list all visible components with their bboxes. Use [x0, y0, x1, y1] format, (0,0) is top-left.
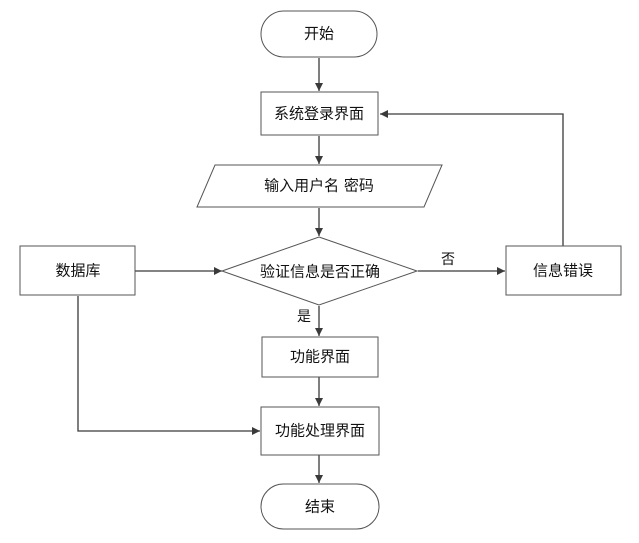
edge-label-no: 否 [441, 252, 455, 268]
node-database: 数据库 [19, 245, 136, 296]
node-function-processing: 功能处理界面 [260, 406, 380, 456]
node-info-error-label: 信息错误 [533, 262, 593, 280]
node-start: 开始 [260, 10, 378, 58]
node-login-screen-label: 系统登录界面 [274, 105, 364, 123]
edge-label-yes: 是 [297, 309, 311, 325]
node-input-credentials: 输入用户名 密码 [196, 164, 443, 208]
node-verify-label: 验证信息是否正确 [260, 263, 380, 281]
node-input-credentials-label: 输入用户名 密码 [264, 177, 374, 195]
node-info-error: 信息错误 [505, 245, 622, 296]
node-verify-decision: 验证信息是否正确 [220, 236, 419, 306]
node-end: 结束 [260, 483, 380, 530]
edges [77, 58, 564, 483]
node-login-screen: 系统登录界面 [260, 91, 379, 136]
node-function-screen-label: 功能界面 [290, 348, 350, 366]
node-function-processing-label: 功能处理界面 [275, 422, 365, 440]
node-start-label: 开始 [304, 25, 334, 43]
edge-database-to-processing [77, 296, 260, 435]
node-end-label: 结束 [305, 498, 335, 516]
node-database-label: 数据库 [55, 262, 100, 280]
edge-error-to-login [380, 110, 564, 246]
node-function-screen: 功能界面 [261, 336, 379, 378]
